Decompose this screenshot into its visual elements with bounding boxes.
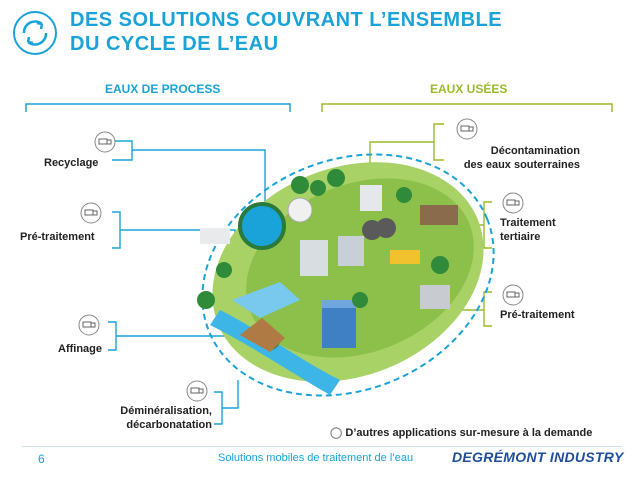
page-number: 6 (38, 452, 45, 466)
item-recyclage: Recyclage (44, 157, 99, 169)
footer-divider (22, 446, 622, 447)
section-usees-label: EAUX USÉES (430, 82, 508, 96)
item-decontamination: Décontamination des eaux souterraines (463, 145, 580, 171)
custom-note: ◯ D’autres applications sur-mesure à la … (330, 427, 593, 439)
truck-icon (502, 284, 524, 306)
item-tertiaire: Traitement tertiaire (500, 217, 556, 243)
item-pretraitement-left: Pré-traitement (20, 231, 95, 243)
truck-icon (456, 118, 478, 140)
item-demineralisation: Déminéralisation, décarbonatation (120, 405, 212, 431)
item-affinage: Affinage (58, 343, 102, 355)
truck-icon (186, 380, 208, 402)
cycle-icon (13, 11, 57, 55)
truck-icon (94, 131, 116, 153)
footer-text: Solutions mobiles de traitement de l’eau (218, 452, 414, 464)
section-process-label: EAUX DE PROCESS (105, 82, 221, 96)
truck-icon (78, 314, 100, 336)
truck-icon (80, 202, 102, 224)
bulb-icon: ◯ (330, 427, 343, 439)
item-pretraitement-right: Pré-traitement (500, 309, 575, 321)
page-title: DES SOLUTIONS COUVRANT L’ENSEMBLE DU CYC… (70, 9, 503, 55)
truck-icon (502, 192, 524, 214)
brand-logo: DEGRÉMONT INDUSTRY (452, 449, 624, 465)
